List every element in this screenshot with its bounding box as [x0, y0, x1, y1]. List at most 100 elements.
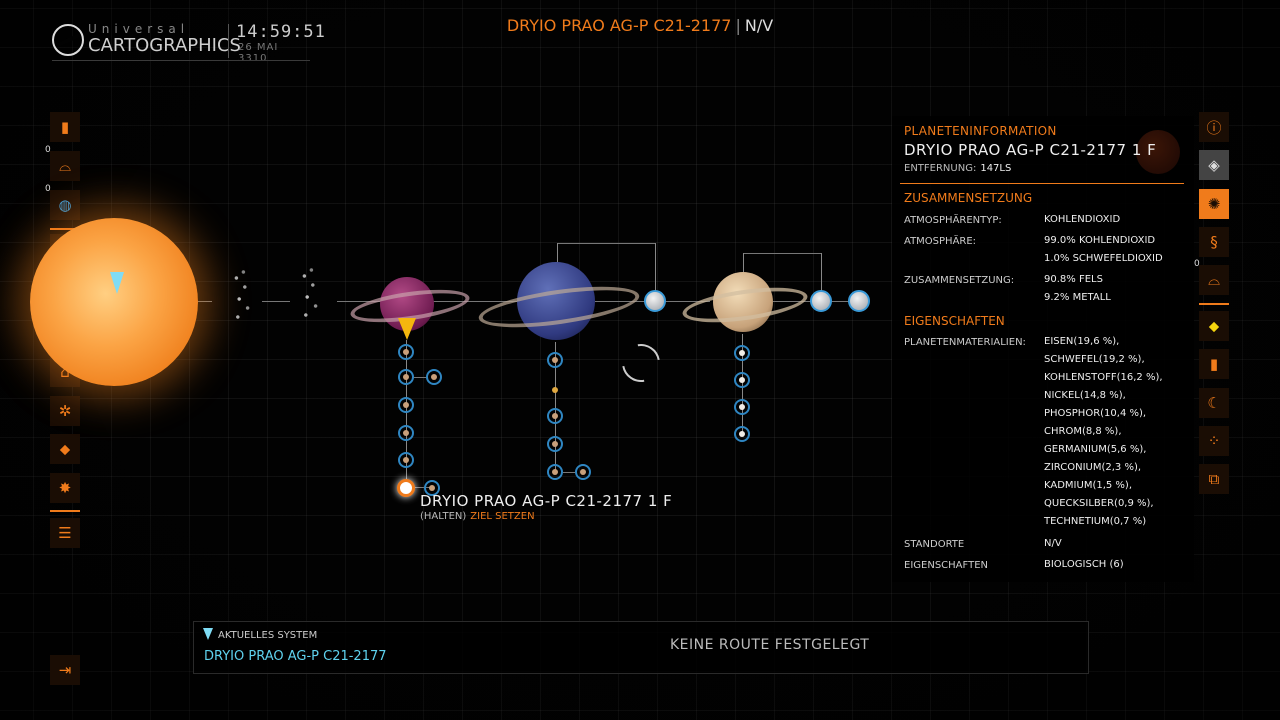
poi-button[interactable]: ⬥: [1199, 311, 1229, 341]
exit-button[interactable]: ⇥: [50, 655, 80, 685]
bookmark-icon: ▮: [1209, 355, 1219, 373]
star-icon: ✺: [1207, 195, 1221, 213]
logo-small-text: Universal: [88, 22, 190, 36]
orbit-line: [198, 301, 212, 302]
selected-body-actions: (HALTEN)ZIEL SETZEN: [420, 511, 535, 522]
current-system-label: AKTUELLES SYSTEM: [218, 630, 318, 641]
current-location-marker-icon: [110, 272, 124, 294]
station-icon: ⌂: [60, 363, 70, 381]
globe-filter-button[interactable]: 0◍: [45, 184, 80, 220]
planet-3[interactable]: [713, 272, 773, 332]
hold-label: (HALTEN): [420, 511, 467, 522]
moon-2f-sub[interactable]: [575, 464, 591, 480]
current-system-icon: [203, 628, 213, 640]
moon-2a[interactable]: [644, 290, 666, 312]
moon-3b[interactable]: [848, 290, 870, 312]
settings-button[interactable]: ✲: [50, 396, 80, 426]
scan-planet-icon: ◈: [1208, 156, 1220, 174]
moon-2d[interactable]: [547, 408, 563, 424]
composition-section-title: ZUSAMMENSETZUNG: [904, 191, 1033, 205]
set-target-link[interactable]: ZIEL SETZEN: [470, 511, 535, 522]
moon-1d[interactable]: [398, 425, 414, 441]
material-item: CHROM(8,8 %),: [1044, 426, 1122, 437]
moon-1e[interactable]: [398, 452, 414, 468]
panel-heading: PLANETENINFORMATION: [904, 124, 1057, 138]
moon-2b[interactable]: [547, 352, 563, 368]
system-name: DRYIO PRAO AG-P C21-2177: [506, 16, 732, 35]
moon-2c[interactable]: [549, 384, 561, 396]
dna-icon: §: [1210, 233, 1218, 251]
material-item: GERMANIUM(5,6 %),: [1044, 444, 1147, 455]
composition-value-1: 90.8% FELS: [1044, 274, 1103, 285]
planet-horizon-icon: ⌓: [1208, 271, 1220, 289]
material-item: KADMIUM(1,5 %),: [1044, 480, 1133, 491]
planet-2[interactable]: [517, 262, 595, 340]
list-button[interactable]: ☰: [50, 518, 80, 548]
cargo-icon: ⧉: [1208, 470, 1220, 488]
list-icon: ☰: [58, 524, 72, 542]
satellite-chain-line: [406, 487, 432, 488]
atmo-value-1: 99.0% KOHLENDIOXID: [1044, 235, 1156, 246]
moon-3a[interactable]: [810, 290, 832, 312]
location-button[interactable]: ⬥: [50, 434, 80, 464]
nodes-button[interactable]: ⁘: [1199, 426, 1229, 456]
moon-1b[interactable]: [398, 369, 414, 385]
surface-button[interactable]: 0⌓: [1194, 259, 1229, 295]
moon-link-line: [743, 253, 821, 254]
material-item: NICKEL(14,8 %),: [1044, 390, 1126, 401]
composition-value-2: 9.2% METALL: [1044, 292, 1111, 303]
location-pin-icon: ⬥: [59, 440, 71, 458]
ring-button[interactable]: ☾: [1199, 388, 1229, 418]
orbit-line: [262, 301, 290, 302]
asteroid-belt-a[interactable]: [228, 266, 256, 326]
moon-1a[interactable]: [398, 344, 414, 360]
planet-info-icon: ⓘ: [1206, 118, 1222, 137]
planet-thumbnail: [1136, 130, 1180, 174]
logo-underline: [52, 60, 310, 61]
burst-icon: ✸: [58, 479, 72, 497]
star-button[interactable]: ✺: [1199, 189, 1229, 219]
selected-body[interactable]: [397, 479, 415, 497]
game-date: 26 MAI 3310: [238, 42, 279, 64]
bookmark-button[interactable]: ▮: [50, 112, 80, 142]
moon-3f[interactable]: [734, 426, 750, 442]
planet-info-button[interactable]: ⓘ: [1199, 112, 1229, 142]
moon-3c[interactable]: [734, 345, 750, 361]
gear-icon: ✲: [58, 402, 72, 420]
moon-link-line: [743, 253, 744, 272]
moon-3e[interactable]: [734, 399, 750, 415]
satellite-chain-line: [563, 472, 575, 473]
material-item: SCHWEFEL(19,2 %),: [1044, 354, 1145, 365]
panel-distance: ENTFERNUNG:147LS: [904, 163, 1011, 174]
planet-horizon-icon: ⌓: [59, 157, 71, 175]
asteroid-belt-b[interactable]: [296, 264, 324, 324]
material-item: PHOSPHOR(10,4 %),: [1044, 408, 1147, 419]
planet-filter-button[interactable]: 0⌓: [45, 145, 80, 181]
moon-1c[interactable]: [398, 397, 414, 413]
atmo-type-value: KOHLENDIOXID: [1044, 214, 1121, 225]
bookmark-right-button[interactable]: ▮: [1199, 349, 1229, 379]
moon-link-line: [557, 243, 558, 263]
moon-2e[interactable]: [547, 436, 563, 452]
star-primary[interactable]: [30, 218, 198, 386]
burst-button[interactable]: ✸: [50, 473, 80, 503]
moon-1b-sub[interactable]: [426, 369, 442, 385]
atmo-value-2: 1.0% SCHWEFELDIOXID: [1044, 253, 1163, 264]
material-item: TECHNETIUM(0,7 %): [1044, 516, 1147, 527]
moon-3d[interactable]: [734, 372, 750, 388]
location-pin-icon: ⬥: [1208, 317, 1220, 335]
moon-link-line: [655, 243, 656, 291]
cargo-button[interactable]: ⧉: [1199, 464, 1229, 494]
scan-planet-button[interactable]: ◈: [1199, 150, 1229, 180]
toolbar-separator: [50, 228, 80, 230]
moon-2f[interactable]: [547, 464, 563, 480]
cartographics-logo-icon: [52, 24, 84, 56]
moon-1f-sub[interactable]: [424, 480, 440, 496]
satellite-chain-line: [414, 377, 426, 378]
toolbar-separator: [1199, 303, 1229, 305]
material-item: QUECKSILBER(0,9 %),: [1044, 498, 1154, 509]
current-system-name[interactable]: DRYIO PRAO AG-P C21-2177: [204, 649, 387, 664]
atmo-label: ATMOSPHÄRE:: [904, 236, 977, 247]
biology-button[interactable]: §: [1199, 227, 1229, 257]
moon-link-line: [821, 253, 822, 291]
